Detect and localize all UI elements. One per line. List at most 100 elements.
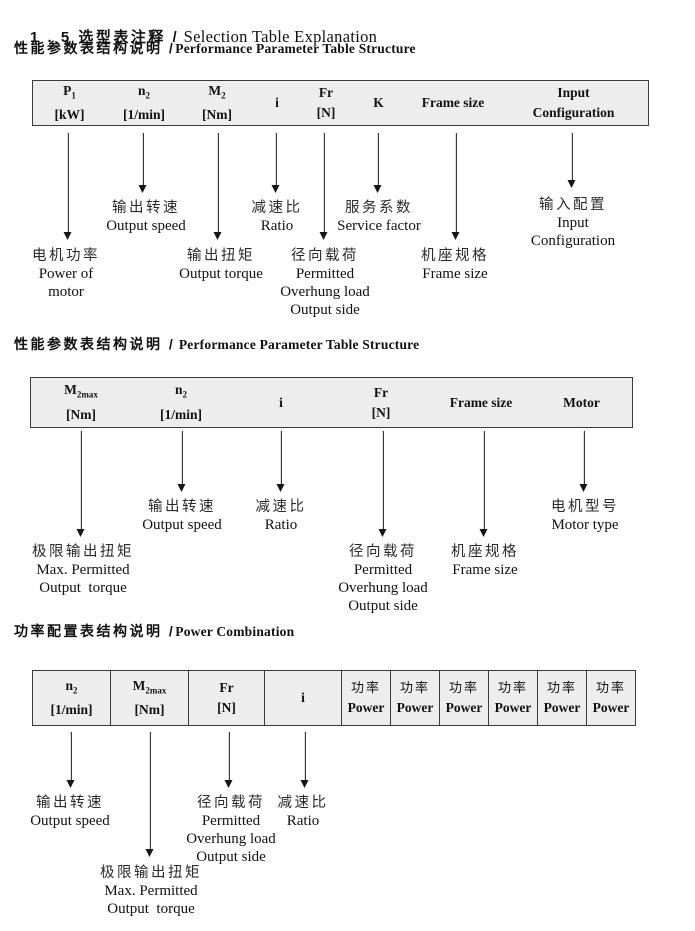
callout-line: Output speed [30, 813, 110, 829]
down-arrow [300, 732, 310, 788]
down-arrow-head-icon [224, 780, 233, 788]
column-symbol: M2 [208, 81, 225, 106]
down-arrow-shaft [304, 732, 306, 780]
column-unit: Configuration [532, 105, 615, 120]
down-arrow-shaft [142, 133, 144, 185]
page-title-en: Selection Table Explanation [179, 27, 378, 46]
callout-line: Output side [290, 302, 360, 318]
callout-line: 减速比 [255, 499, 307, 515]
down-arrow [579, 431, 589, 492]
table-column-header: Fr[N] [188, 671, 264, 725]
column-unit: [1/min] [50, 702, 93, 718]
column-symbol-text: 功率 [595, 680, 626, 695]
callout-line: 径向载荷 [197, 795, 265, 811]
callout-label: 减速比 Ratio [256, 498, 307, 534]
down-arrow [138, 133, 148, 193]
callout-line: Output speed [142, 517, 222, 533]
callout-line: Ratio [260, 218, 294, 234]
callout-line: 极限输出扭矩 [100, 865, 202, 881]
table-column-header: n2[1/min] [106, 81, 182, 125]
column-symbol-text: 功率 [399, 680, 430, 695]
column-symbol: 功率 [596, 678, 626, 698]
callout-line: Configuration [530, 233, 616, 249]
column-unit: Power [347, 700, 385, 715]
column-symbol-text: i [279, 394, 283, 410]
page-title: 1 . 5 选型表注释 / Selection Table Explanatio… [14, 8, 377, 65]
section-heading: 性能参数表结构说明 / Performance Parameter Table … [14, 334, 419, 354]
down-arrow-head-icon [319, 232, 328, 240]
table-column-header: P1[kW] [33, 81, 106, 125]
column-symbol-text: Fr [318, 85, 334, 100]
callout-line: Output torque [107, 901, 195, 917]
callout-line: Frame size [422, 266, 488, 282]
column-symbol: K [373, 93, 384, 113]
callout-line: Ratio [264, 517, 298, 533]
down-arrow-shaft [323, 133, 325, 232]
down-arrow-shaft [571, 133, 573, 180]
down-arrow-shaft [70, 732, 72, 780]
down-arrow [213, 133, 223, 240]
column-symbol-subscript: 2 [145, 90, 151, 101]
callout-line: Max. Permitted [104, 883, 198, 899]
down-arrow-head-icon [138, 185, 147, 193]
callout-line: Input [557, 215, 589, 231]
callout-line: Output speed [106, 218, 186, 234]
down-arrow [76, 431, 86, 537]
callout-line: 输出扭矩 [187, 248, 255, 264]
column-symbol-text: P [63, 82, 72, 98]
down-arrow-shaft [80, 431, 82, 529]
column-symbol-text: i [301, 690, 305, 705]
column-symbol: M2max [133, 676, 167, 701]
column-symbol-text: M [208, 82, 222, 98]
table-column-header: Frame size [407, 81, 499, 125]
column-symbol: 功率 [400, 678, 430, 698]
table-column-header: Fr[N] [302, 81, 350, 125]
table-column-header: i [231, 378, 331, 427]
callout-line: Overhung load [186, 831, 276, 847]
column-symbol-subscript: 2 [221, 90, 226, 101]
down-arrow-shaft [280, 431, 282, 484]
column-unit: Power [396, 700, 434, 715]
column-symbol: 功率 [498, 678, 528, 698]
down-arrow-head-icon [479, 529, 488, 537]
down-arrow-shaft [583, 431, 585, 484]
table-column-header: n2[1/min] [131, 378, 231, 427]
down-arrow-head-icon [373, 185, 382, 193]
column-unit: [kW] [54, 107, 85, 123]
column-symbol-subscript: 2 [182, 389, 188, 400]
section-heading-en: Power Combination [175, 624, 295, 639]
down-arrow-shaft [67, 133, 69, 232]
column-symbol: n2 [138, 81, 150, 106]
column-unit: [Nm] [202, 107, 232, 123]
column-symbol-text: n [65, 677, 73, 693]
callout-line: 减速比 [251, 200, 303, 216]
down-arrow-shaft [275, 133, 277, 185]
callout-line: Permitted [201, 813, 261, 829]
down-arrow-shaft [455, 133, 457, 232]
down-arrow-head-icon [378, 529, 387, 537]
callout-line: 电机功率 [32, 248, 100, 264]
column-unit: [1/min] [123, 107, 165, 123]
down-arrow-head-icon [177, 484, 186, 492]
column-unit: [1/min] [160, 406, 202, 422]
table-column-header: M2max[Nm] [31, 378, 131, 427]
down-arrow-head-icon [145, 849, 154, 857]
callout-line: 机座规格 [421, 248, 489, 264]
down-arrow [373, 133, 383, 193]
